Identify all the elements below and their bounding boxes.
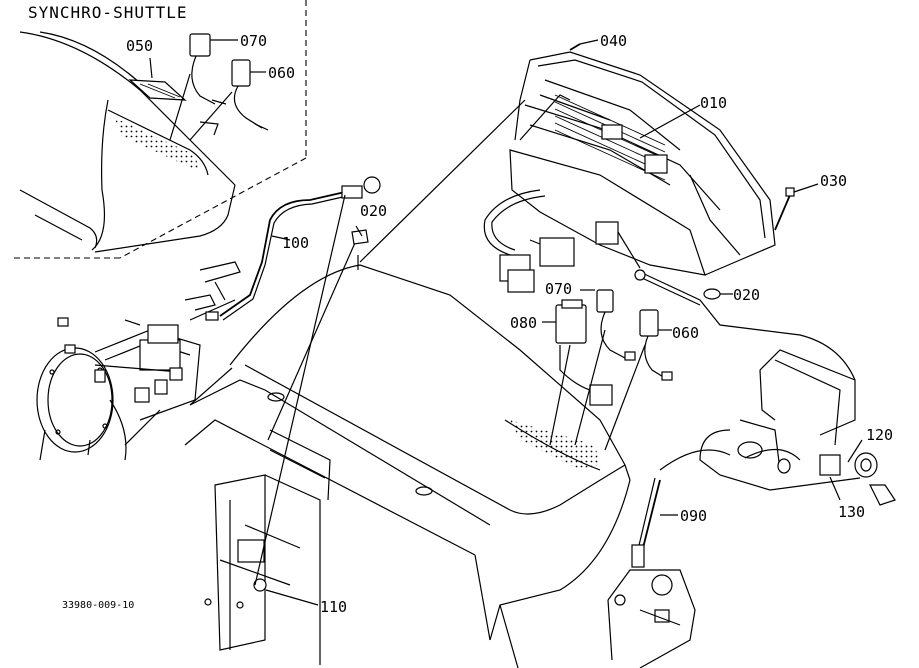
right-bracket: 120 130 (699, 349, 896, 521)
label-020-upper: 020 (360, 202, 387, 220)
meter-panel-010: 010 (509, 51, 776, 276)
label-020-lower: 020 (733, 286, 760, 304)
label-070-inset: 070 (240, 32, 267, 50)
cable-090: 090 (607, 449, 731, 668)
label-120: 120 (866, 426, 893, 444)
label-010: 010 (700, 94, 727, 112)
label-130: 130 (838, 503, 865, 521)
lower-frame: 110 (204, 194, 359, 665)
label-030: 030 (820, 172, 847, 190)
right-switches: 080 070 060 (510, 280, 699, 451)
label-070-main: 070 (545, 280, 572, 298)
screw-030: 030 (774, 172, 847, 231)
screw-040: 040 (569, 32, 627, 51)
label-100: 100 (282, 234, 309, 252)
label-090: 090 (680, 507, 707, 525)
meter-harness: 020 (483, 189, 856, 381)
inset-title: SYNCHRO-SHUTTLE (28, 3, 188, 22)
left-cluster-assembly (36, 261, 241, 461)
grommet-020-upper: 020 (351, 202, 387, 245)
inset-synchro-shuttle: SYNCHRO-SHUTTLE 050 070 060 (14, 0, 307, 259)
dashboard-panel (184, 99, 631, 668)
label-080: 080 (510, 314, 537, 332)
figure-code: 33980-009-10 (62, 600, 134, 611)
cable-100: 100 (219, 176, 381, 321)
label-110: 110 (320, 598, 347, 616)
label-060-inset: 060 (268, 64, 295, 82)
label-040: 040 (600, 32, 627, 50)
label-060-main: 060 (672, 324, 699, 342)
label-050: 050 (126, 37, 153, 55)
